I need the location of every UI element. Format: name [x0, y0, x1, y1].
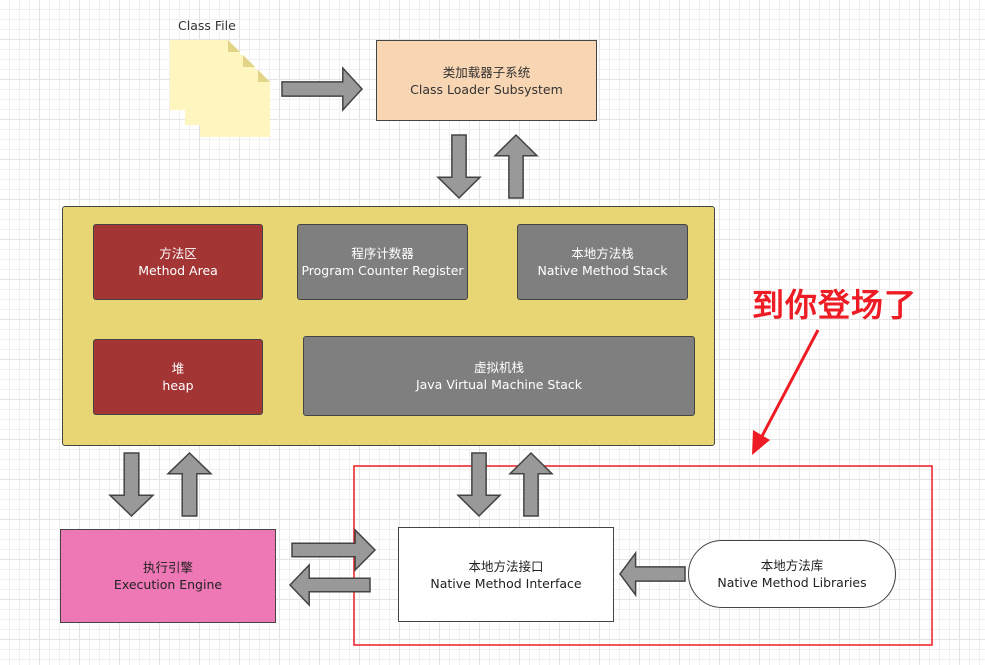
method-area[interactable]: 方法区 Method Area: [93, 224, 263, 300]
native-method-stack[interactable]: 本地方法栈 Native Method Stack: [517, 224, 688, 300]
class-file-label: Class File: [178, 18, 236, 33]
heap[interactable]: 堆 heap: [93, 339, 263, 415]
annotation-pointer-arrow: [752, 329, 820, 455]
arrow-interface-to-engine: [288, 563, 371, 607]
class-file-icon: [170, 40, 270, 137]
arrow-runtime-to-engine: [108, 452, 155, 518]
heap-cn: 堆: [171, 361, 185, 376]
arrow-interface-to-runtime: [508, 451, 554, 517]
native-interface-en: Native Method Interface: [430, 575, 582, 591]
arrow-libraries-to-interface: [619, 550, 686, 598]
method-area-en: Method Area: [138, 263, 218, 278]
native-libraries-cn: 本地方法库: [760, 558, 824, 573]
execution-engine[interactable]: 执行引擎 Execution Engine: [60, 529, 276, 623]
arrow-classfile-to-loader: [281, 66, 364, 112]
pc-register[interactable]: 程序计数器 Program Counter Register: [297, 224, 468, 300]
native-libraries-en: Native Method Libraries: [717, 575, 867, 590]
class-loader-en: Class Loader Subsystem: [410, 81, 563, 97]
native-stack-cn: 本地方法栈: [571, 246, 634, 261]
pc-register-en: Program Counter Register: [301, 263, 464, 278]
jvm-stack-cn: 虚拟机栈: [473, 360, 524, 375]
jvm-stack[interactable]: 虚拟机栈 Java Virtual Machine Stack: [303, 336, 695, 416]
jvm-stack-en: Java Virtual Machine Stack: [415, 377, 583, 392]
execution-engine-en: Execution Engine: [113, 577, 223, 592]
arrow-runtime-to-interface: [456, 452, 502, 518]
arrow-runtime-to-loader: [493, 133, 539, 199]
class-loader-subsystem[interactable]: 类加载器子系统 Class Loader Subsystem: [376, 40, 597, 121]
arrow-engine-to-runtime: [166, 451, 213, 517]
execution-engine-cn: 执行引擎: [142, 560, 193, 575]
pc-register-cn: 程序计数器: [351, 246, 414, 261]
native-stack-en: Native Method Stack: [537, 263, 668, 278]
heap-en: heap: [162, 378, 194, 393]
arrow-loader-to-runtime: [436, 134, 482, 200]
class-loader-cn: 类加载器子系统: [442, 64, 531, 80]
annotation-text: 到你登场了: [752, 286, 918, 324]
native-method-libraries[interactable]: 本地方法库 Native Method Libraries: [688, 540, 896, 608]
native-method-interface[interactable]: 本地方法接口 Native Method Interface: [398, 527, 614, 622]
arrow-engine-to-interface: [291, 528, 377, 572]
native-interface-cn: 本地方法接口: [468, 558, 544, 574]
method-area-cn: 方法区: [159, 246, 197, 261]
